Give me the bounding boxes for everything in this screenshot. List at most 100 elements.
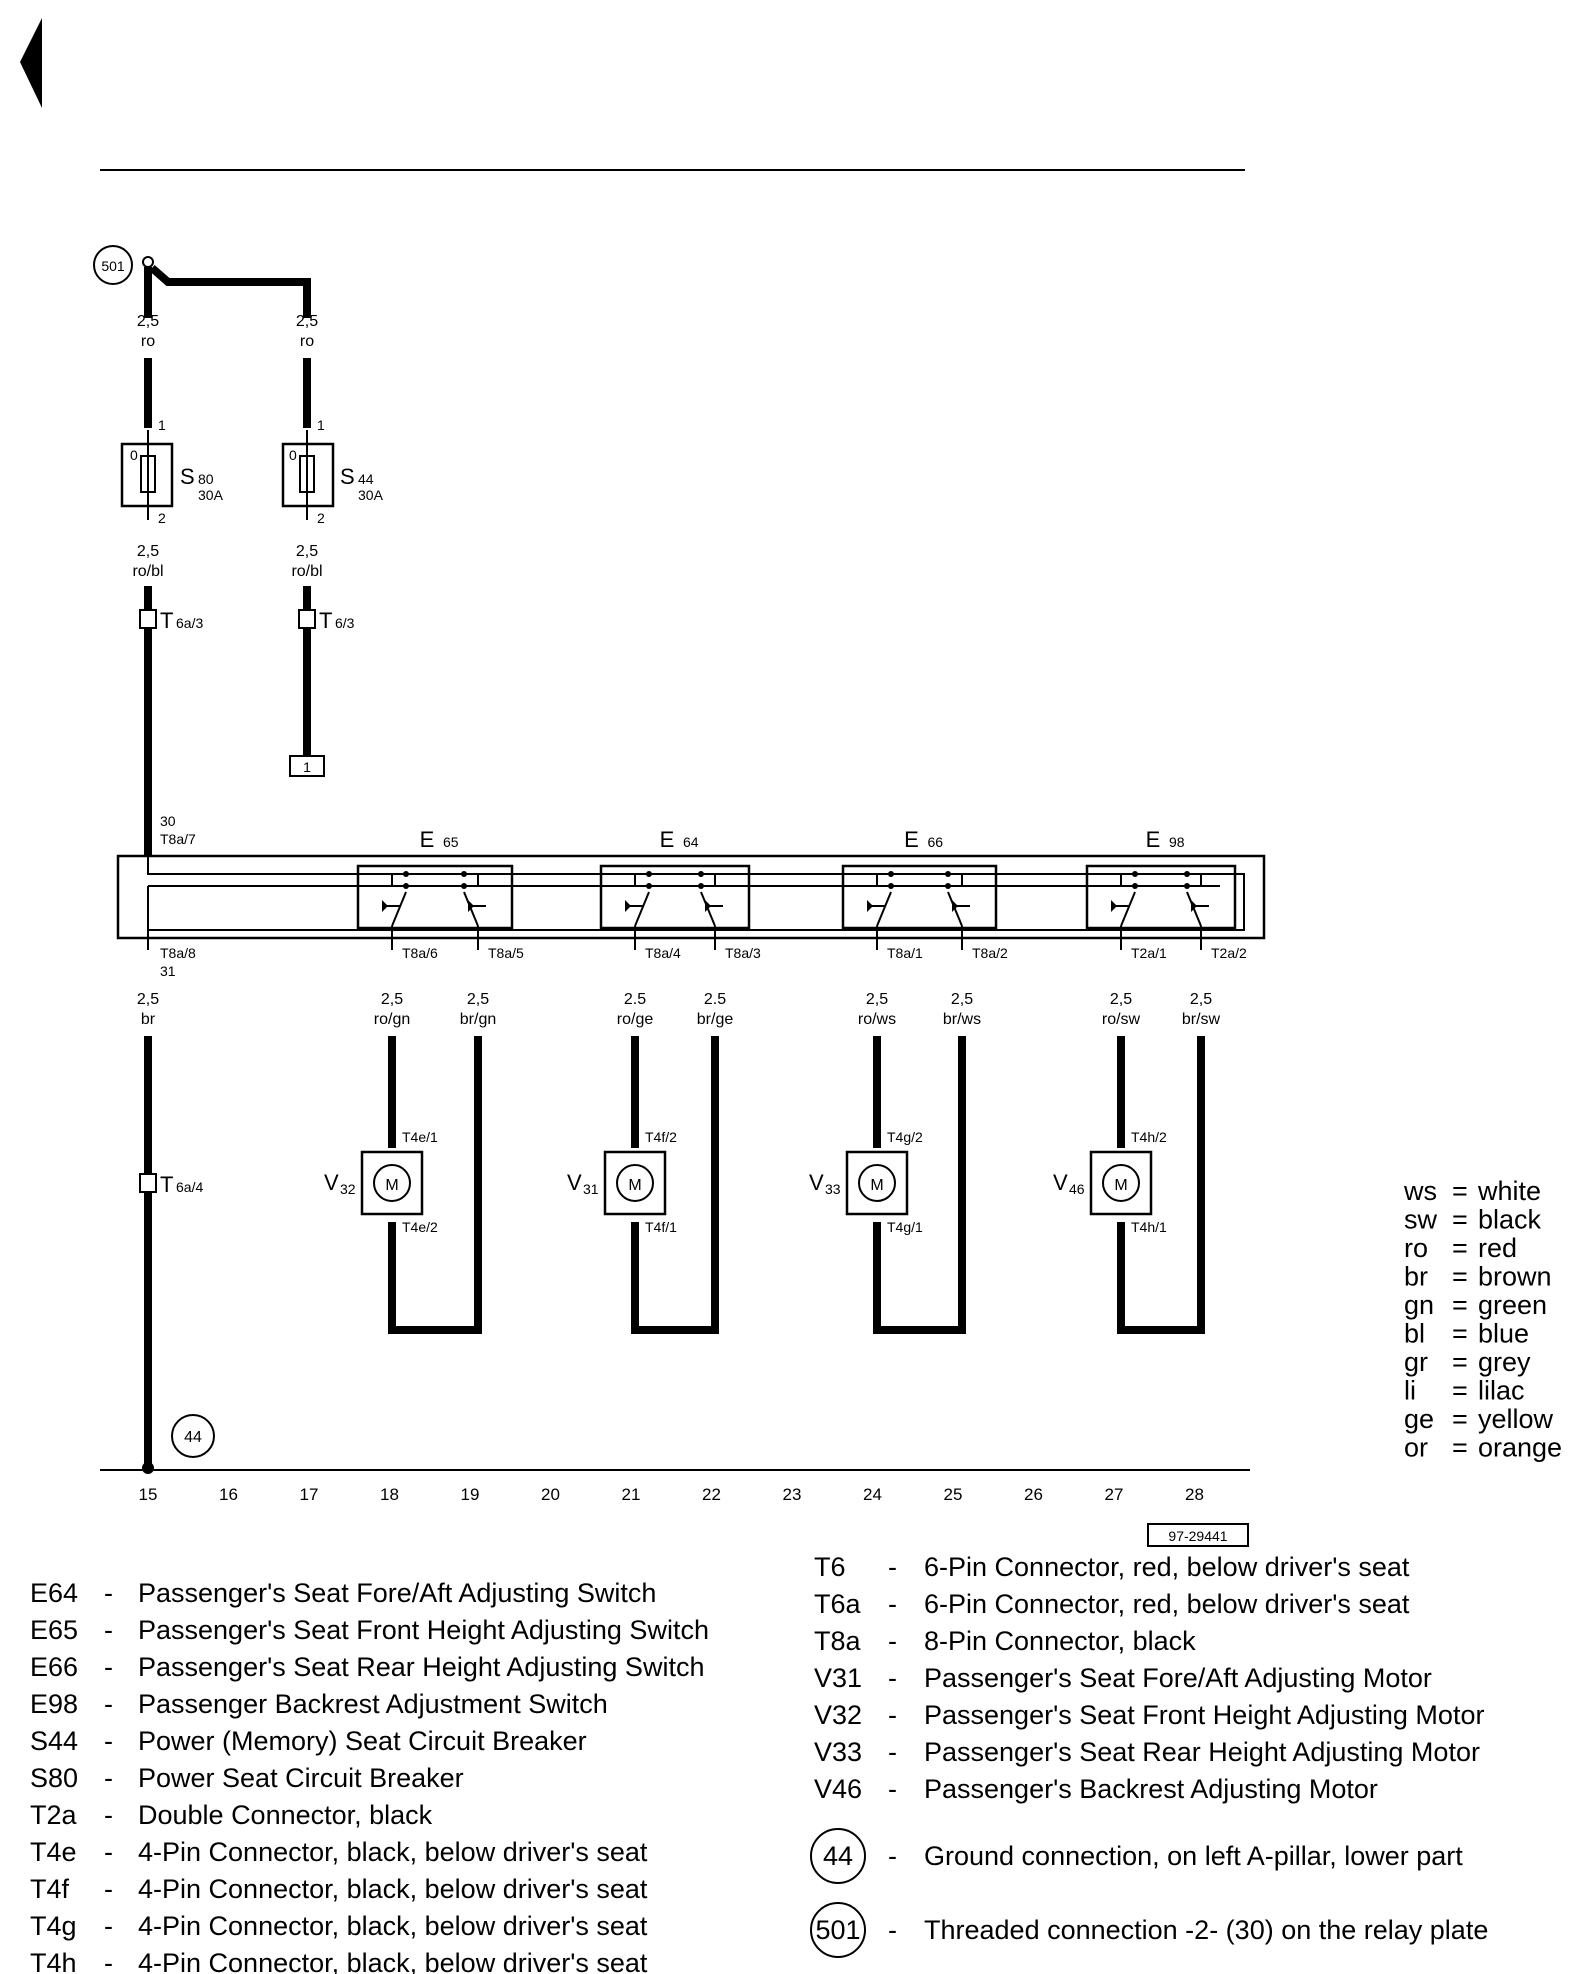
legend-desc: Passenger's Seat Rear Height Adjusting S…	[138, 1652, 704, 1682]
legend-desc: 6-Pin Connector, red, below driver's sea…	[924, 1552, 1410, 1582]
legend-dash: -	[104, 1837, 113, 1867]
pin-label: 1	[317, 417, 325, 433]
column-number: 21	[622, 1485, 641, 1504]
legend-row: T4h-4-Pin Connector, black, below driver…	[30, 1948, 648, 1974]
legend-row: E98-Passenger Backrest Adjustment Switch	[30, 1689, 608, 1719]
legend-code: E66	[30, 1652, 78, 1682]
motor-icon	[858, 1164, 896, 1202]
motor-letter: V	[1053, 1170, 1068, 1195]
wire-color: br/ws	[943, 1011, 981, 1028]
color-name: lilac	[1478, 1376, 1525, 1406]
legend-code: T4e	[30, 1837, 77, 1867]
breaker-letter: S	[340, 464, 355, 489]
legend-code: T4g	[30, 1911, 77, 1941]
wire-gauge: 2,5	[381, 991, 403, 1008]
connector-t8a7: T8a/7	[160, 831, 196, 847]
legend-desc: Power Seat Circuit Breaker	[138, 1763, 464, 1793]
legend-dash: -	[104, 1726, 113, 1756]
color-name: green	[1478, 1290, 1547, 1320]
legend-row: S44-Power (Memory) Seat Circuit Breaker	[30, 1726, 587, 1756]
column-number: 19	[461, 1485, 480, 1504]
legend-desc: Ground connection, on left A-pillar, low…	[924, 1841, 1463, 1871]
wire-color: ro/ws	[858, 1011, 896, 1028]
color-equals: =	[1452, 1233, 1468, 1263]
column-number: 26	[1024, 1485, 1043, 1504]
legend-desc: 6-Pin Connector, red, below driver's sea…	[924, 1589, 1410, 1619]
wire-color: ro/bl	[132, 563, 163, 580]
color-name: white	[1477, 1176, 1541, 1206]
motor-wire	[1117, 1036, 1205, 1334]
color-code: bl	[1404, 1319, 1425, 1349]
legend-row: V32-Passenger's Seat Front Height Adjust…	[814, 1700, 1484, 1730]
pin-label: 2	[158, 510, 166, 526]
motor-sub: 32	[340, 1181, 356, 1197]
connector-sub: 6/3	[335, 615, 355, 631]
motor-sub: 31	[583, 1181, 599, 1197]
wire-color: br/gn	[460, 1011, 496, 1028]
switch-pin-label: T8a/5	[488, 945, 524, 961]
connector-letter: T	[160, 608, 173, 633]
motor-body	[1089, 1150, 1153, 1216]
wire-gauge: 2.5	[704, 991, 726, 1008]
motor-sub: 33	[825, 1181, 841, 1197]
column-number: 15	[139, 1485, 158, 1504]
motor-pin-label: T4e/2	[402, 1219, 438, 1235]
motor-pin-label: T4h/2	[1131, 1129, 1167, 1145]
switch-letter: E	[420, 827, 435, 852]
terminal-501-node	[142, 256, 154, 268]
legend-code: S44	[30, 1726, 78, 1756]
color-code: sw	[1404, 1205, 1438, 1235]
color-name: grey	[1478, 1347, 1531, 1377]
wire-gauge: 2,5	[137, 991, 159, 1008]
legend-dash: -	[888, 1589, 897, 1619]
legend-dash: -	[104, 1948, 113, 1974]
legend-dash: -	[104, 1911, 113, 1941]
connector-t6a3-icon	[139, 609, 157, 629]
color-equals: =	[1452, 1205, 1468, 1235]
legend-row: T2a-Double Connector, black	[30, 1800, 433, 1830]
color-code: gr	[1404, 1347, 1428, 1377]
svg-text:0: 0	[130, 447, 138, 463]
switch-letter: E	[660, 827, 675, 852]
legend-dash: -	[888, 1841, 897, 1871]
ground-legend-icon	[810, 1828, 866, 1884]
connector-t63-icon	[298, 609, 316, 629]
ground-501-label: 501	[101, 258, 125, 274]
wire-gauge: 2,5	[137, 313, 159, 330]
legend-dash: -	[888, 1774, 897, 1804]
motor-letter: V	[809, 1170, 824, 1195]
legend-right: T6-6-Pin Connector, red, below driver's …	[814, 1552, 1484, 1804]
legend-row: V31-Passenger's Seat Fore/Aft Adjusting …	[814, 1663, 1432, 1693]
switch-sub: 64	[683, 834, 699, 850]
color-name: orange	[1478, 1433, 1562, 1463]
legend-code: T4f	[30, 1874, 70, 1904]
wire-color: ro	[141, 333, 155, 350]
ref-box-label: 1	[303, 759, 311, 775]
legend-dash: -	[104, 1800, 113, 1830]
ground-44-label: 44	[184, 1429, 202, 1446]
switch-body	[356, 864, 514, 930]
legend-desc: Passenger's Seat Front Height Adjusting …	[138, 1615, 709, 1645]
switch-sub: 65	[443, 834, 459, 850]
terminal-30: 30	[160, 813, 176, 829]
ground-legend-icon	[810, 1902, 866, 1958]
color-name: yellow	[1478, 1404, 1554, 1434]
legend-row: V46-Passenger's Backrest Adjusting Motor	[814, 1774, 1378, 1804]
legend-ground-row: 44 -Ground connection, on left A-pillar, …	[810, 1828, 1463, 1884]
switch-pin-label: T8a/3	[725, 945, 761, 961]
legend-code: E64	[30, 1578, 78, 1608]
legend-desc: 8-Pin Connector, black	[924, 1626, 1196, 1656]
legend-desc: Passenger's Seat Rear Height Adjusting M…	[924, 1737, 1480, 1767]
legend-desc: Passenger's Backrest Adjusting Motor	[924, 1774, 1378, 1804]
motor-body	[360, 1150, 424, 1216]
legend-code: 44	[823, 1841, 853, 1871]
column-number: 27	[1105, 1485, 1124, 1504]
color-code: ro	[1404, 1233, 1428, 1263]
column-number: 28	[1185, 1485, 1204, 1504]
triangle-left-icon[interactable]	[20, 18, 42, 108]
legend-row: T6a-6-Pin Connector, red, below driver's…	[814, 1589, 1410, 1619]
wire-color: br/sw	[1182, 1011, 1221, 1028]
legend-dash: -	[104, 1689, 113, 1719]
